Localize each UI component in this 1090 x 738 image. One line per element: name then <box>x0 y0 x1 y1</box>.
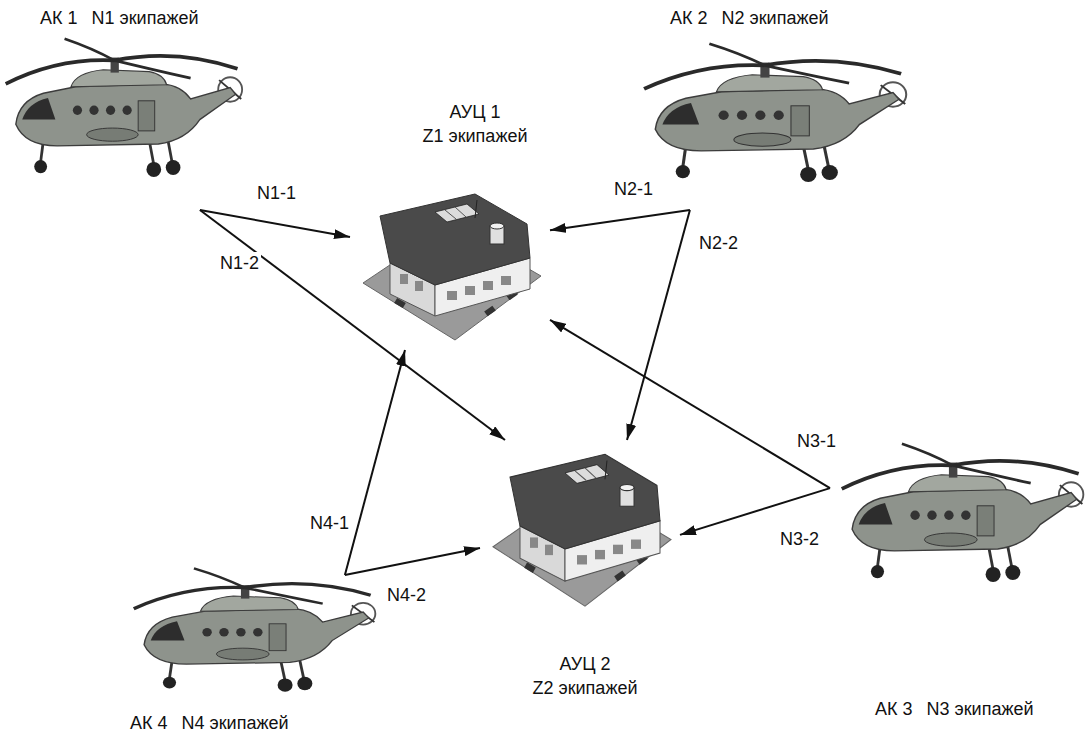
flow-label: N4-1 <box>308 512 351 534</box>
crew-count: N3 экипажей <box>927 697 1034 721</box>
unit-name: АК 1 <box>40 6 78 30</box>
helicopter-node: АК 2 N2 экипажей <box>630 0 910 210</box>
building-picture <box>493 454 671 606</box>
flow-label: N4-2 <box>385 584 428 606</box>
flow-label: N3-1 <box>795 430 838 452</box>
helicopter-picture <box>842 444 1084 582</box>
crew-flow-arrow <box>345 350 405 575</box>
helicopter-node: АК 3 N3 экипажей <box>830 440 1087 735</box>
unit-name: АК 3 <box>875 697 913 721</box>
flow-label: N2-1 <box>612 178 655 200</box>
crew-flow-arrow <box>345 548 480 575</box>
flow-label: N3-2 <box>778 528 821 550</box>
helicopter-picture <box>644 44 906 182</box>
node-caption: АК 2 N2 экипажей <box>670 6 900 30</box>
crew-count: N1 экипажей <box>92 6 199 30</box>
crew-flow-arrow <box>200 210 350 237</box>
unit-name: АУЦ 1 <box>405 100 545 124</box>
node-caption: АУЦ 1Z1 экипажей <box>405 100 545 148</box>
node-caption: АУЦ 2Z2 экипажей <box>515 652 655 700</box>
unit-name: АУЦ 2 <box>515 652 655 676</box>
helicopter-picture <box>134 568 376 691</box>
crew-count: Z2 экипажей <box>515 676 655 700</box>
crew-count: N2 экипажей <box>722 6 829 30</box>
node-caption: АК 1 N1 экипажей <box>40 6 230 30</box>
building-picture <box>363 194 541 340</box>
node-caption: АК 3 N3 экипажей <box>875 697 1080 721</box>
crew-count: N4 экипажей <box>182 711 289 735</box>
training-center-node: АУЦ 2Z2 экипажей <box>480 440 680 715</box>
crew-flow-arrow <box>200 210 505 440</box>
training-center-node: АУЦ 1Z1 экипажей <box>350 95 550 350</box>
flow-label: N2-2 <box>697 232 740 254</box>
crew-flow-arrow <box>627 210 690 440</box>
crew-flow-arrow <box>550 320 830 488</box>
helicopter-picture <box>6 39 242 177</box>
crew-flow-arrow <box>550 210 690 230</box>
node-caption: АК 4 N4 экипажей <box>130 711 370 735</box>
helicopter-node: АК 4 N4 экипажей <box>120 575 380 738</box>
helicopter-node: АК 1 N1 экипажей <box>0 0 240 210</box>
flow-label: N1-2 <box>218 252 261 274</box>
unit-name: АК 4 <box>130 711 168 735</box>
flow-label: N1-1 <box>255 182 298 204</box>
crew-count: Z1 экипажей <box>405 124 545 148</box>
unit-name: АК 2 <box>670 6 708 30</box>
